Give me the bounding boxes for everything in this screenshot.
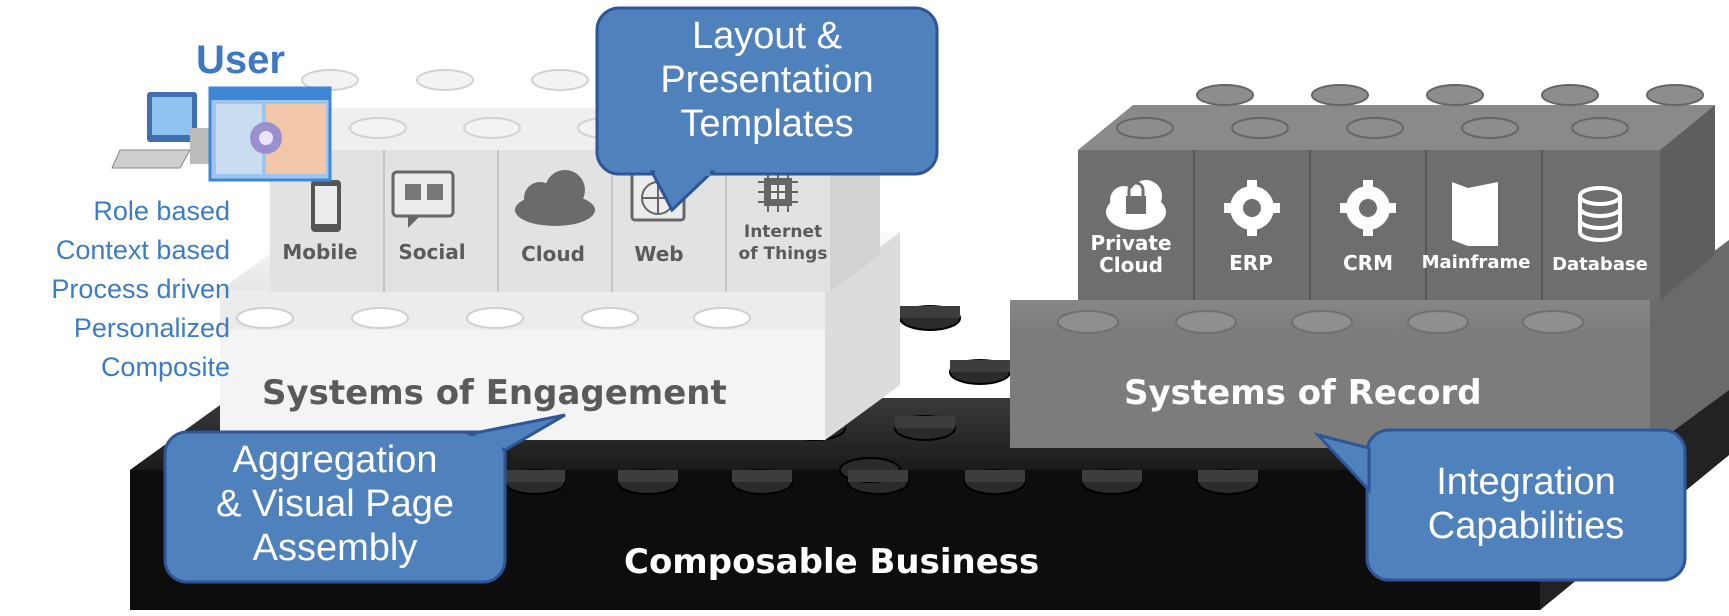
phone-icon xyxy=(311,180,341,232)
mainframe-icon xyxy=(1452,182,1498,246)
callout-line: Integration xyxy=(1436,461,1616,503)
callout-integration: Integration Capabilities xyxy=(1370,460,1682,548)
trait-item: Context based xyxy=(55,235,230,265)
lock-cloud-icon xyxy=(1106,180,1166,230)
trait-item: Personalized xyxy=(73,313,230,343)
tile-label-crm: CRM xyxy=(1343,251,1393,275)
window-gear-icon xyxy=(208,86,332,182)
systems-of-record-label: Systems of Record xyxy=(1124,373,1482,413)
systems-of-engagement-label: Systems of Engagement xyxy=(262,373,727,413)
callout-layout-shape xyxy=(595,6,939,213)
callout-line: Assembly xyxy=(252,527,418,569)
user-title: User xyxy=(196,38,285,82)
callout-layout: Layout & Presentation Templates xyxy=(600,14,934,146)
trait-item: Role based xyxy=(93,196,230,226)
callout-integration-shape xyxy=(1313,428,1687,582)
gear-icon xyxy=(1224,180,1280,236)
callout-aggregation-shape xyxy=(163,413,566,584)
trait-item: Composite xyxy=(100,352,230,382)
tile-label-mainframe: Mainframe xyxy=(1421,252,1531,273)
tile-label-social: Social xyxy=(398,240,466,264)
tile-label-of-things: of Things xyxy=(738,244,828,264)
callout-line: Presentation xyxy=(660,59,874,101)
callout-line: Aggregation xyxy=(232,439,438,481)
callout-line: Layout & xyxy=(692,15,842,57)
chip-icon xyxy=(758,172,798,212)
gear-icon xyxy=(1340,180,1396,236)
callout-line: Templates xyxy=(680,103,854,145)
tile-label-cloud: Cloud xyxy=(521,242,585,266)
database-icon xyxy=(1578,186,1622,242)
tile-label-private-cloud: Cloud xyxy=(1099,253,1163,277)
trait-item: Process driven xyxy=(51,274,230,304)
tile-label-database: Database xyxy=(1552,254,1648,275)
tile-label-erp: ERP xyxy=(1229,251,1273,275)
tile-label-internet: Internet xyxy=(743,222,823,242)
cloud-icon xyxy=(515,170,595,226)
computer-icon xyxy=(111,92,210,169)
user-traits-list: Role based Context based Process driven … xyxy=(0,192,230,387)
tile-label-web: Web xyxy=(634,242,684,266)
tile-label-private: Private xyxy=(1090,231,1172,255)
callout-line: Capabilities xyxy=(1427,505,1625,547)
composable-business-label: Composable Business xyxy=(624,542,1040,582)
tile-label-mobile: Mobile xyxy=(282,240,358,264)
social-icon xyxy=(391,170,455,228)
callout-aggregation: Aggregation & Visual Page Assembly xyxy=(168,438,502,570)
systems-of-record-block xyxy=(1010,84,1729,448)
callout-line: & Visual Page xyxy=(215,483,455,525)
